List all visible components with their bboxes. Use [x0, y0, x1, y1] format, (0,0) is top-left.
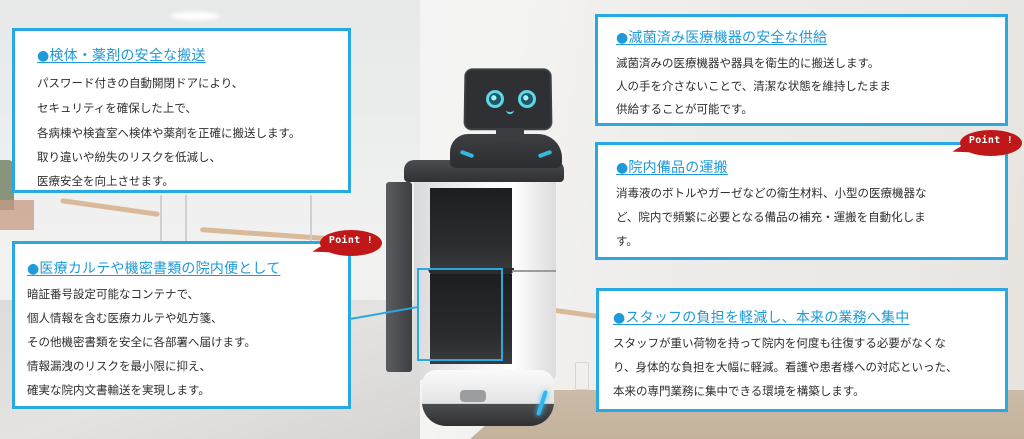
robot-screen-mount — [496, 130, 524, 142]
card-text-line: パスワード付きの自動開閉ドアにより、 — [37, 75, 243, 91]
robot-face-screen — [464, 68, 553, 130]
point-badge: Point ! — [312, 230, 382, 258]
card-title: ●院内備品の運搬 — [616, 157, 728, 177]
card-title: ●検体・薬剤の安全な搬送 — [37, 45, 206, 65]
robot-upper-compartment — [430, 188, 512, 270]
card-text-line: スタッフが重い荷物を持って院内を何度も往復する必要がなくな — [613, 335, 946, 351]
card-text-line: す。 — [616, 233, 638, 249]
card-text-line: 消毒液のボトルやガーゼなどの衛生材料、小型の医療機器な — [616, 185, 927, 201]
bench — [0, 200, 34, 230]
card-text-line: 本来の専門業務に集中できる環境を構築します。 — [613, 383, 865, 399]
delivery-robot — [400, 60, 570, 439]
card-supplies-transport: ●院内備品の運搬 消毒液のボトルやガーゼなどの衛生材料、小型の医療機器な ど、院… — [595, 142, 1008, 260]
card-staff-burden: ●スタッフの負担を軽減し、本来の業務へ集中 スタッフが重い荷物を持って院内を何度… — [596, 288, 1008, 412]
card-text-line: 個人情報を含む医療カルテや処方箋、 — [27, 310, 223, 326]
point-label: Point ! — [960, 135, 1022, 146]
card-text-line: り、身体的な負担を大幅に軽減。看護や患者様への対応といった、 — [613, 359, 958, 375]
card-title: ●医療カルテや機密書類の院内便として — [27, 258, 280, 278]
point-label: Point ! — [320, 235, 382, 246]
robot-body-seam — [512, 270, 556, 272]
card-text-line: その他機密書類を安全に各部署へ届けます。 — [27, 334, 256, 350]
robot-open-door — [386, 182, 412, 372]
card-confidential-documents: ●医療カルテや機密書類の院内便として 暗証番号設定可能なコンテナで、 個人情報を… — [12, 241, 351, 409]
card-text-line: 取り違いや紛失のリスクを低減し、 — [37, 149, 221, 165]
card-text-line: 暗証番号設定可能なコンテナで、 — [27, 286, 199, 302]
smile-icon — [506, 110, 514, 114]
card-text-line: セキュリティを確保した上で、 — [37, 100, 197, 116]
wall-outlet — [575, 362, 589, 390]
ceiling-light — [170, 12, 220, 20]
card-text-line: 人の手を介さないことで、清潔な状態を維持したまま — [616, 78, 891, 94]
card-sterile-equipment: ●滅菌済み医療機器の安全な供給 滅菌済みの医療機器や器具を衛生的に搬送します。 … — [595, 14, 1008, 126]
card-specimen-transport: ●検体・薬剤の安全な搬送 パスワード付きの自動開閉ドアにより、 セキュリティを確… — [12, 28, 351, 193]
card-text-line: 医療安全を向上させます。 — [37, 173, 174, 189]
card-text-line: 確実な院内文書輸送を実現します。 — [27, 382, 210, 398]
card-text-line: 供給することが可能です。 — [616, 101, 753, 117]
cyan-eye-icon — [518, 90, 536, 108]
compartment-highlight — [417, 268, 503, 361]
robot-sensor — [460, 390, 486, 402]
card-text-line: 各病棟や検査室へ検体や薬剤を正確に搬送します。 — [37, 125, 300, 141]
cyan-eye-icon — [486, 90, 504, 108]
point-badge: Point ! — [952, 130, 1022, 158]
card-text-line: 情報漏洩のリスクを最小限に抑え、 — [27, 358, 211, 374]
card-title: ●滅菌済み医療機器の安全な供給 — [616, 27, 827, 47]
card-title: ●スタッフの負担を軽減し、本来の業務へ集中 — [613, 307, 909, 327]
card-text-line: ど、院内で頻繁に必要となる備品の補充・運搬を自動化しま — [616, 209, 926, 225]
card-text-line: 滅菌済みの医療機器や器具を衛生的に搬送します。 — [616, 55, 879, 71]
robot-base — [422, 370, 554, 426]
